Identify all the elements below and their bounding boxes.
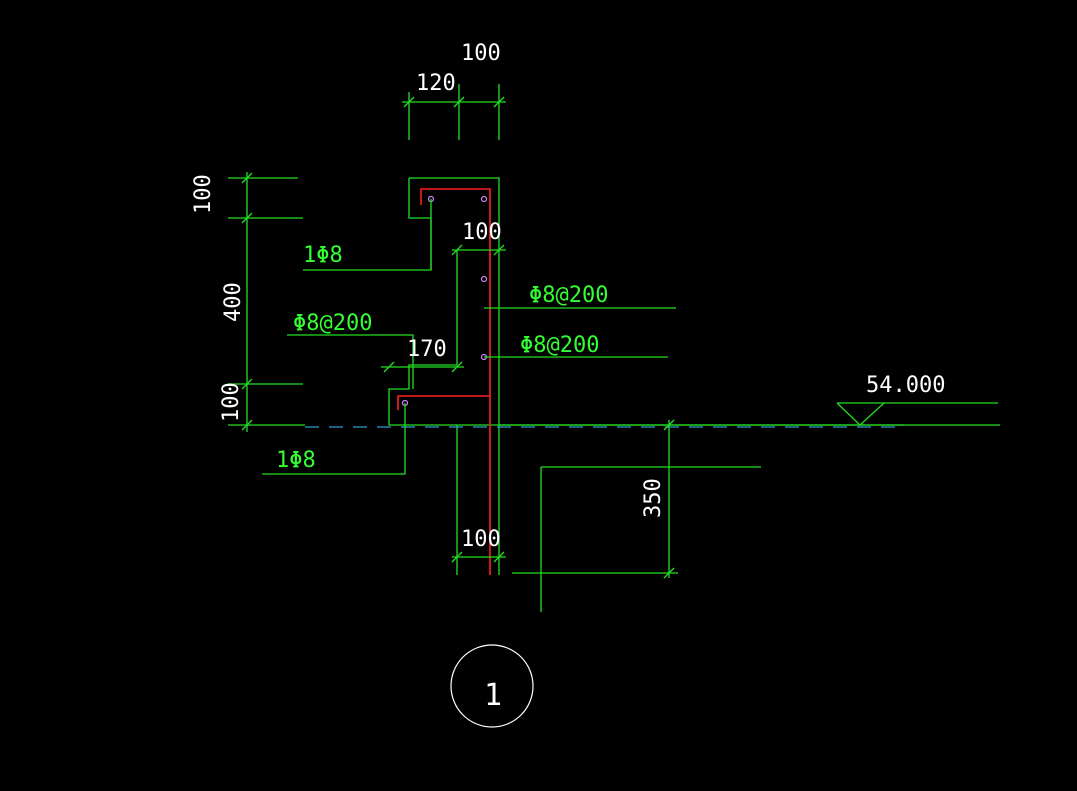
dimension-lines (228, 84, 678, 579)
elevation-marker (836, 402, 998, 426)
dim-right-depth: 350 (641, 478, 666, 518)
concrete-outline (303, 177, 1000, 575)
dim-left-bottom: 100 (219, 382, 244, 422)
rebar-label-top: 1Φ8 (303, 243, 343, 268)
dim-top-left: 120 (416, 71, 456, 96)
rebar-label-left-distribution: Φ8@200 (293, 311, 372, 336)
dim-inner-top-width: 100 (462, 220, 502, 245)
rebar-label-right-lower: Φ8@200 (520, 333, 599, 358)
leader-lines (262, 199, 761, 612)
dim-top-total: 100 (461, 41, 501, 66)
detail-circle (450, 644, 534, 728)
rebar-label-bottom: 1Φ8 (276, 448, 316, 473)
dim-bottom-width: 100 (461, 527, 501, 552)
rebar-lines (397, 188, 491, 575)
rebar-label-right-upper: Φ8@200 (529, 283, 608, 308)
dim-step-width: 170 (407, 337, 447, 362)
dim-left-mid: 400 (221, 282, 246, 322)
elevation-value: 54.000 (866, 373, 945, 398)
dim-left-top: 100 (191, 174, 216, 214)
detail-number: 1 (484, 678, 502, 713)
